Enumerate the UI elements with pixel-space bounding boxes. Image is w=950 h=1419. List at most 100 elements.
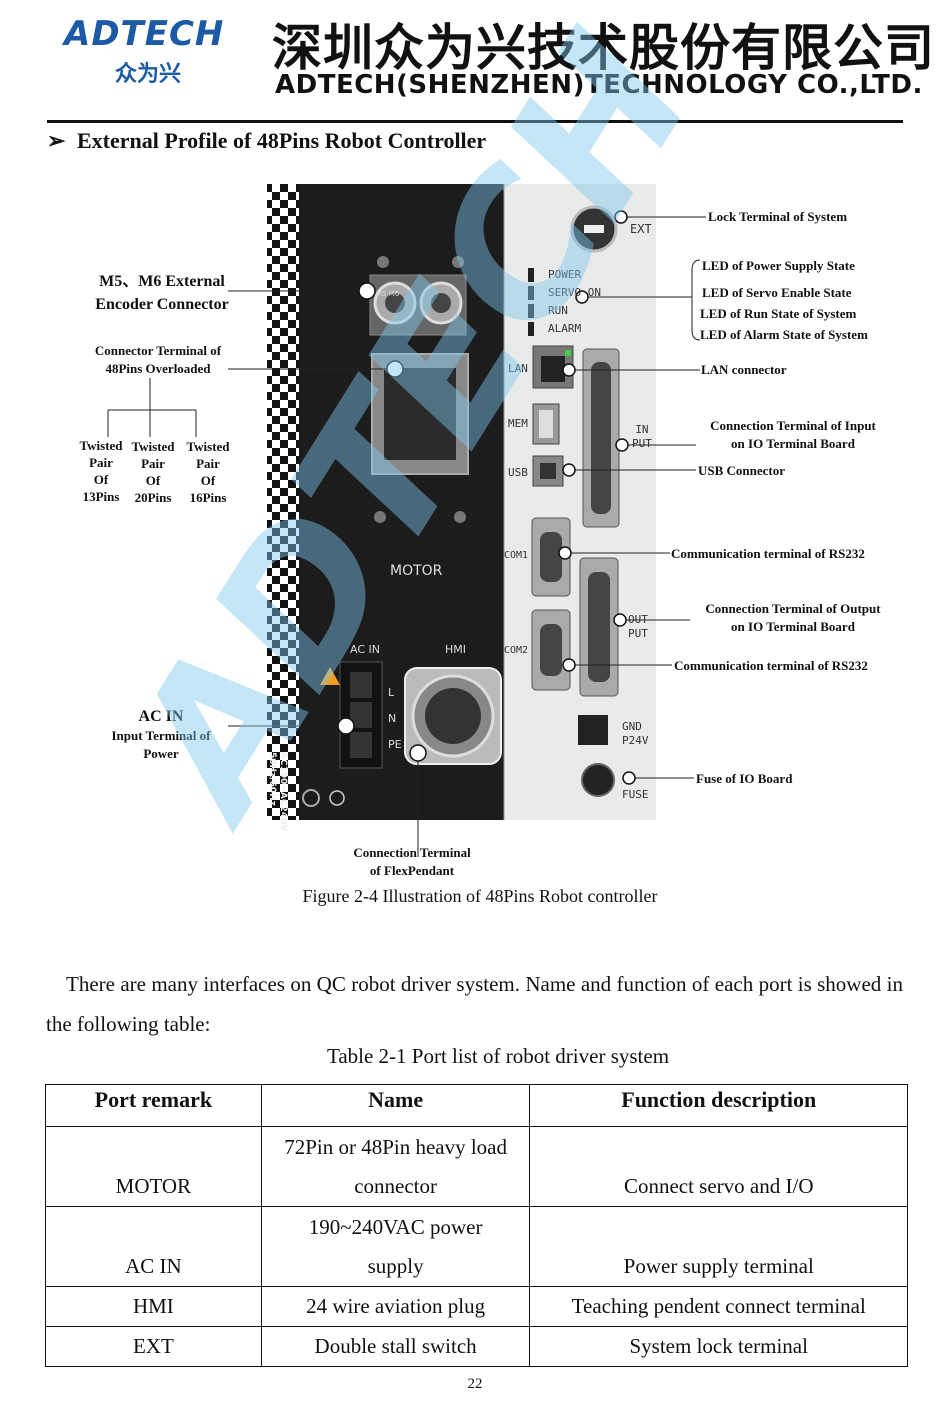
twisted-pair-13-annotation: Twisted Pair Of 13Pins: [74, 437, 128, 505]
led-labels: POWER SERVO ON RUN ALARM: [548, 266, 601, 338]
ac-in-annotation-line2: Input Terminal of: [111, 728, 211, 743]
company-name-chinese: 深圳众为兴技术股份有限公司: [272, 19, 935, 77]
tp13-line2: Pair: [89, 455, 113, 470]
tp20-line4: 20Pins: [134, 490, 172, 505]
ac-in-device-label: AC IN: [350, 643, 380, 656]
table-row: EXT Double stall switch System lock term…: [45, 1326, 908, 1367]
tp13-line1: Twisted: [79, 438, 123, 453]
rs232-annotation-2: Communication terminal of RS232: [674, 658, 868, 673]
tp16-line2: Pair: [196, 456, 220, 471]
cell-name-line1: 72Pin or 48Pin heavy load: [284, 1135, 508, 1159]
com2-label: COM2: [504, 645, 529, 656]
input-label: IN PUT: [632, 423, 652, 451]
input-annotation: Connection Terminal of Input on IO Termi…: [690, 417, 896, 453]
com1-label: COM1: [504, 550, 529, 561]
cell-function: System lock terminal: [529, 1326, 908, 1367]
output-label: OUT PUT: [628, 613, 648, 641]
header-port-remark: Port remark: [45, 1084, 262, 1127]
header-rule: [47, 120, 903, 123]
port-table: Port remark Name Function description MO…: [45, 1084, 908, 1367]
flexpendant-annotation-line2: of FlexPendant: [369, 863, 455, 878]
header-name: Name: [260, 1084, 531, 1127]
ext-label: EXT: [630, 222, 652, 236]
leader-lines: [107, 216, 706, 857]
encoder-annotation-line2: Encoder Connector: [95, 296, 229, 313]
tp16-line1: Twisted: [186, 439, 230, 454]
tp13-line3: Of: [93, 472, 109, 487]
twisted-pair-16-annotation: Twisted Pair Of 16Pins: [181, 438, 235, 506]
cell-name-line1: 190~240VAC power: [308, 1215, 483, 1239]
led-power-annotation: LED of Power Supply State: [702, 258, 855, 273]
cell-function: Connect servo and I/O: [529, 1126, 908, 1207]
led-run-annotation: LED of Run State of System: [700, 306, 857, 321]
gnd-label: GND: [622, 720, 642, 733]
led-label-servo: SERVO ON: [548, 286, 601, 299]
output-annotation-line2: on IO Terminal Board: [731, 619, 855, 634]
usb-label: USB: [508, 466, 528, 479]
ac-in-annotation-line3: Power: [143, 746, 179, 761]
p24v-label: P24V: [622, 734, 649, 747]
gnd-terminal: [578, 715, 608, 745]
encoder-annotation-line1: M5、M6 External: [99, 273, 225, 290]
ac-rating-line2: 50Hz/60Hz: [267, 752, 277, 806]
input-label-line1: IN: [635, 423, 649, 436]
flexpendant-annotation-line1: Connection Terminal: [353, 845, 471, 860]
cell-name: 72Pin or 48Pin heavy load connector: [260, 1126, 531, 1207]
lan-label: LAN: [508, 362, 528, 375]
hmi-device-label: HMI: [445, 643, 467, 656]
fuse-annotation: Fuse of IO Board: [696, 771, 793, 786]
gnd-p24v-label: GND P24V: [622, 720, 649, 748]
body-paragraph: There are many interfaces on QC robot dr…: [46, 972, 903, 1036]
cell-name-line2: connector: [354, 1174, 437, 1198]
table-row: HMI 24 wire aviation plug Teaching pende…: [45, 1286, 908, 1327]
company-name-english: ADTECH(SHENZHEN)TECHNOLOGY CO.,LTD.: [275, 70, 923, 100]
tp20-line2: Pair: [141, 456, 165, 471]
tp16-line4: 16Pins: [189, 490, 227, 505]
cell-port: MOTOR: [45, 1126, 262, 1207]
company-logo-chinese: 众为兴: [115, 62, 182, 87]
section-title: External Profile of 48Pins Robot Control…: [77, 128, 487, 153]
lan-annotation: LAN connector: [701, 362, 787, 377]
section-heading: ➢ External Profile of 48Pins Robot Contro…: [47, 128, 486, 154]
cell-name: 190~240VAC power supply: [260, 1206, 531, 1287]
figure-caption: Figure 2-4 Illustration of 48Pins Robot …: [302, 886, 658, 906]
ac-rating-line1: AC190~AC240V: [278, 752, 288, 832]
tp13-line4: 13Pins: [82, 489, 120, 504]
output-label-line2: PUT: [628, 627, 648, 640]
cell-port: HMI: [45, 1286, 262, 1327]
n-label: N: [388, 712, 397, 725]
bullet-icon: ➢: [47, 128, 66, 153]
l-label: L: [388, 686, 395, 699]
connector48-annotation-line1: Connector Terminal of: [94, 343, 222, 358]
cell-name-line2: supply: [367, 1254, 424, 1278]
input-annotation-line2: on IO Terminal Board: [731, 436, 855, 451]
cell-port: EXT: [45, 1326, 262, 1367]
cell-port: AC IN: [45, 1206, 262, 1287]
lnp-labels: L N PE: [388, 680, 402, 758]
rs232-annotation-1: Communication terminal of RS232: [671, 546, 865, 561]
ac-rating-label: AC190~AC240V 50Hz/60Hz: [266, 752, 288, 862]
led-label-power: POWER: [548, 268, 582, 281]
output-annotation-line1: Connection Terminal of Output: [705, 601, 881, 616]
cell-function: Teaching pendent connect terminal: [529, 1286, 908, 1327]
m5m6-label: M5 M6: [376, 290, 400, 298]
led-label-run: RUN: [548, 304, 568, 317]
ac-in-annotation: AC IN Input Terminal of Power: [96, 707, 226, 763]
page-number: 22: [467, 1376, 483, 1392]
mem-label: MEM: [508, 417, 528, 430]
table-header-row: Port remark Name Function description: [45, 1084, 908, 1127]
connector48-annotation-line2: 48Pins Overloaded: [105, 361, 211, 376]
led-alarm-annotation: LED of Alarm State of System: [700, 327, 868, 342]
checker-strip: [267, 184, 299, 820]
led-label-alarm: ALARM: [548, 322, 582, 335]
pe-label: PE: [388, 738, 402, 751]
cell-name: Double stall switch: [260, 1326, 531, 1367]
encoder-annotation: M5、M6 External Encoder Connector: [76, 270, 248, 316]
input-label-line2: PUT: [632, 437, 652, 450]
cell-name: 24 wire aviation plug: [260, 1286, 531, 1327]
callout-markers: [337, 210, 636, 785]
motor-label: MOTOR: [390, 563, 443, 579]
tp20-line3: Of: [145, 473, 161, 488]
led-servo-annotation: LED of Servo Enable State: [702, 285, 852, 300]
